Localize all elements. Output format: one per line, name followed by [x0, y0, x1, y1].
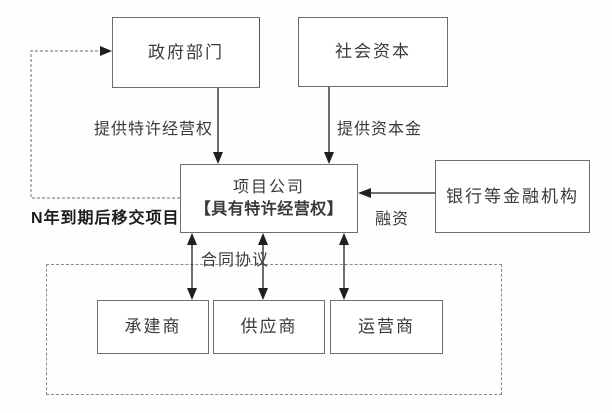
node-operator-label: 运营商: [358, 317, 415, 337]
arrow-franchise: [213, 88, 223, 164]
node-project-company-name: 项目公司: [232, 178, 305, 196]
arrow-capital: [324, 87, 334, 164]
node-project-company: 项目公司 【具有特许经营权】: [180, 164, 358, 233]
edge-label-capital: 提供资本金: [337, 121, 423, 138]
edge-label-financing: 融资: [375, 211, 410, 228]
edge-label-franchise: 提供特许经营权: [94, 121, 214, 138]
node-bank: 银行等金融机构: [435, 160, 590, 233]
node-contractor: 承建商: [97, 300, 209, 354]
node-government: 政府部门: [112, 17, 260, 88]
edge-label-contract: 合同协议: [201, 252, 270, 269]
node-supplier-label: 供应商: [240, 317, 298, 337]
node-supplier: 供应商: [213, 300, 325, 354]
edge-label-transfer: N年到期后移交项目: [31, 210, 180, 227]
node-contractor-label: 承建商: [124, 317, 182, 337]
node-social-capital-label: 社会资本: [335, 42, 411, 62]
arrow-financing: [358, 188, 435, 198]
node-project-company-franchise-note: 【具有特许经营权】: [194, 200, 344, 218]
node-operator: 运营商: [330, 300, 443, 354]
node-social-capital: 社会资本: [298, 17, 448, 87]
subcontractor-group-border: [46, 264, 502, 395]
node-government-label: 政府部门: [148, 42, 224, 62]
node-bank-label: 银行等金融机构: [446, 186, 579, 206]
